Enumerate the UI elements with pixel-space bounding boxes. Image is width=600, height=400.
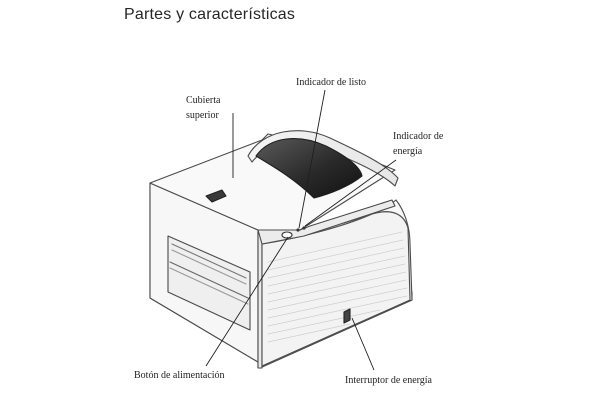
page-title: Partes y características [124,6,296,23]
ready-led [296,228,300,232]
media-window [255,138,363,199]
callout-power-switch: Interruptor de energía [345,373,432,388]
callout-power-switch-line1: Interruptor de energía [345,375,432,386]
callout-top-cover-line1: Cubierta [186,95,221,106]
feed-button [281,231,293,239]
callout-top-cover: Cubierta superior [186,93,220,123]
control-panel [257,199,396,245]
callout-top-cover-line2: superior [186,110,219,121]
paper-exit-slot [167,235,251,331]
callout-power-indicator-line1: Indicador de [393,131,444,142]
power-switch [343,308,351,324]
callout-power-indicator: Indicador de energía [393,129,443,159]
leader-power-indicator [304,159,397,227]
side-housing-front [257,231,263,369]
callout-feed-button-line1: Botón de alimentación [134,370,225,381]
callout-power-indicator-line2: energía [393,146,423,157]
leader-lines [205,89,397,371]
leader-ready-indicator [298,89,326,229]
cover-latch [205,189,227,203]
callout-ready-indicator-line1: Indicador de listo [296,77,366,88]
leader-feed-button [205,236,289,367]
leader-power-switch [351,317,375,371]
power-led [302,226,306,230]
callout-feed-button: Botón de alimentación [134,368,225,383]
callout-ready-indicator: Indicador de listo [296,75,366,90]
